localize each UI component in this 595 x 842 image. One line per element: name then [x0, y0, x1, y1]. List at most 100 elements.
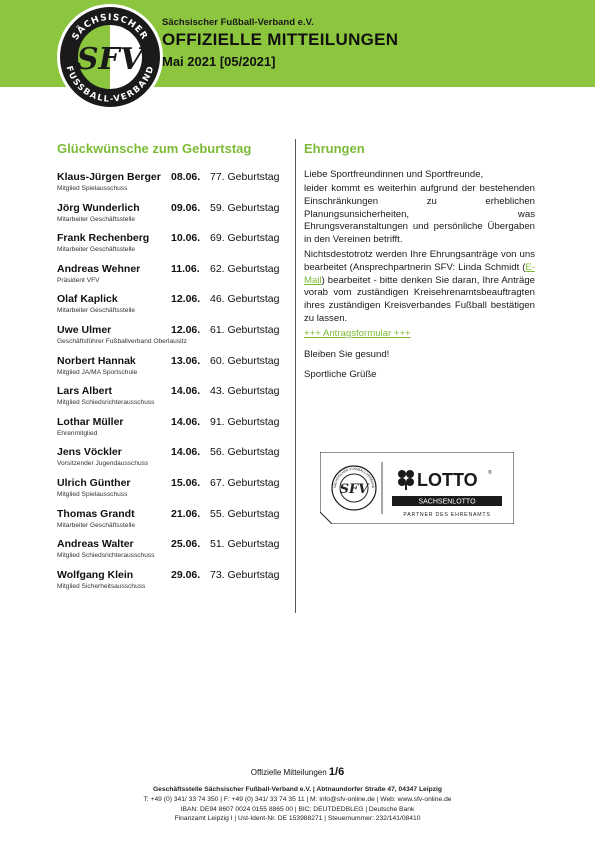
honors-section: Ehrungen Liebe Sportfreundinnen und Spor… — [304, 141, 535, 380]
lotto-brand: LOTTO — [417, 470, 478, 490]
birthday-name: Ulrich Günther — [57, 476, 131, 489]
birthday-age: 56. Geburtstag — [210, 446, 280, 459]
issue-label: Mai 2021 [05/2021] — [162, 54, 276, 69]
birthday-age: 62. Geburtstag — [210, 262, 280, 275]
birthday-name: Thomas Grandt — [57, 507, 135, 520]
org-name: Sächsischer Fußball-Verband e.V. — [162, 17, 314, 28]
birthday-date: 29.06. — [171, 568, 201, 581]
birthday-name: Wolfgang Klein — [57, 568, 134, 581]
birthday-role: Mitarbeiter Geschäftsstelle — [57, 307, 136, 315]
clover-icon — [398, 470, 414, 490]
birthday-age: 51. Geburtstag — [210, 538, 280, 551]
column-divider — [295, 139, 296, 613]
birthday-date: 12.06. — [171, 293, 201, 306]
honors-p2-after: ) bearbeitet - bitte denken Sie daran, I… — [304, 274, 535, 324]
birthday-age: 69. Geburtstag — [210, 232, 280, 245]
birthday-role: Mitarbeiter Geschäftsstelle — [57, 521, 136, 529]
birthday-age: 59. Geburtstag — [210, 201, 280, 214]
logo-initials: SFV — [77, 42, 146, 77]
birthday-age: 60. Geburtstag — [210, 354, 280, 367]
birthday-age: 73. Geburtstag — [210, 568, 280, 581]
birthday-role: Ehrenmitglied — [57, 429, 98, 437]
lotto-tagline: PARTNER DES EHRENAMTS — [403, 512, 490, 518]
application-form-link[interactable]: +++ Antragsformular +++ — [304, 328, 411, 339]
birthday-name: Norbert Hannak — [57, 354, 136, 367]
honors-p2-before: Nichtsdestotrotz werden Ihre Ehrungsantr… — [304, 249, 535, 273]
honors-title: Ehrungen — [304, 141, 365, 156]
birthday-role: Präsident VFV — [57, 276, 100, 284]
birthday-date: 11.06. — [171, 262, 200, 275]
page-title: OFFIZIELLE MITTEILUNGEN — [162, 30, 399, 49]
birthday-name: Olaf Kaplick — [57, 293, 118, 306]
birthday-date: 14.06. — [171, 446, 201, 459]
birthday-date: 14.06. — [171, 385, 201, 398]
birthday-date: 09.06. — [171, 201, 201, 214]
birthday-date: 21.06. — [171, 507, 201, 520]
birthday-name: Klaus-Jürgen Berger — [57, 171, 161, 183]
birthday-age: 46. Geburtstag — [210, 293, 280, 306]
honors-paragraph-2: Nichtsdestotrotz werden Ihre Ehrungsantr… — [304, 249, 535, 326]
svg-text:SFV: SFV — [340, 482, 371, 497]
birthday-date: 10.06. — [171, 232, 201, 245]
birthday-date: 08.06. — [171, 171, 201, 183]
birthday-role: Mitarbeiter Geschäftsstelle — [57, 246, 136, 254]
birthday-role: Vorsitzender Jugendausschuss — [57, 460, 149, 468]
birthday-role: Mitglied Sicherheitsausschuss — [57, 582, 146, 590]
birthday-name: Uwe Ulmer — [57, 323, 112, 336]
birthday-date: 25.06. — [171, 538, 201, 551]
lotto-sub: SACHSENLOTTO — [418, 499, 476, 506]
lotto-partner-banner: SÄCHSISCHER FUSSBALL-VERBAND SFV LOTTO ®… — [320, 452, 514, 524]
birthday-role: Geschäftsführer Fußballverband Oberlausi… — [57, 337, 187, 345]
footer-line-2: T: +49 (0) 341/ 33 74 350 | F: +49 (0) 3… — [143, 795, 452, 803]
birthday-name: Jörg Wunderlich — [57, 201, 140, 214]
birthday-name: Andreas Walter — [57, 538, 134, 551]
page-count: 1/6 — [328, 766, 345, 778]
footer-line-1: Geschäftsstelle Sächsischer Fußball-Verb… — [152, 786, 443, 793]
honors-signoff: Sportliche Grüße — [304, 369, 377, 380]
page-number: Offizielle Mitteilungen 1/6 — [0, 766, 595, 778]
birthday-age: 67. Geburtstag — [210, 476, 280, 489]
footer-line-4: Finanzamt Leipzig I | Ust-Ident-Nr. DE 1… — [174, 815, 421, 823]
birthdays-title: Glückwünsche zum Geburtstag — [57, 141, 252, 156]
birthday-age: 91. Geburtstag — [210, 415, 280, 428]
honors-paragraph-1: leider kommt es weiterhin aufgrund der b… — [304, 183, 535, 246]
birthday-name: Lars Albert — [57, 385, 113, 398]
honors-closing: Bleiben Sie gesund! — [304, 349, 390, 360]
sfv-seal-icon: SÄCHSISCHER FUSSBALL-VERBAND SFV — [331, 465, 377, 511]
birthday-role: Mitarbeiter Geschäftsstelle — [57, 215, 136, 223]
birthday-name: Andreas Wehner — [57, 262, 141, 275]
footer-line-3: IBAN: DE94 8607 0024 0155 8865 00 | BIC:… — [180, 805, 415, 813]
birthday-age: 43. Geburtstag — [210, 385, 280, 398]
email-link[interactable]: E-Mail — [304, 261, 535, 286]
birthday-name: Jens Vöckler — [57, 446, 122, 459]
birthday-role: Mitglied Spielausschuss — [57, 185, 128, 192]
birthday-date: 12.06. — [171, 323, 201, 336]
birthday-age: 77. Geburtstag — [210, 171, 280, 183]
svg-text:®: ® — [488, 469, 492, 476]
footer: Geschäftsstelle Sächsischer Fußball-Verb… — [0, 785, 595, 824]
birthday-name: Lothar Müller — [57, 415, 124, 428]
birthday-age: 55. Geburtstag — [210, 507, 280, 520]
birthdays-section: Glückwünsche zum Geburtstag Klaus-Jürgen… — [57, 141, 290, 590]
birthday-role: Mitglied JA/MA Sportschule — [57, 368, 138, 376]
birthday-role: Mitglied Schiedsrichterausschuss — [57, 399, 155, 407]
birthday-role: Mitglied Spielausschuss — [57, 490, 128, 498]
page-label: Offizielle Mitteilungen — [250, 768, 327, 777]
birthday-date: 13.06. — [171, 354, 201, 367]
birthday-date: 15.06. — [171, 476, 201, 489]
